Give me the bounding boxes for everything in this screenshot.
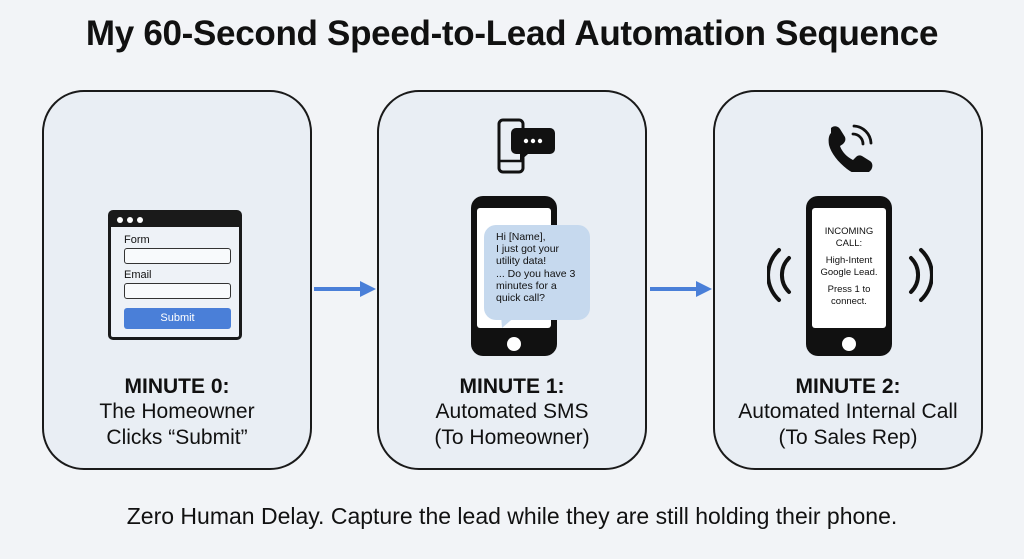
step-caption: MINUTE 2: Automated Internal Call (To Sa… <box>715 374 981 451</box>
step-title: MINUTE 1: <box>459 375 565 398</box>
arrow-right-icon <box>314 281 376 297</box>
step-title: MINUTE 2: <box>795 375 901 398</box>
submit-button: Submit <box>124 308 231 329</box>
step-caption: MINUTE 0: The Homeowner Clicks “Submit” <box>44 374 310 451</box>
form-input-field <box>124 248 231 264</box>
step-line-2: (To Homeowner) <box>434 426 590 449</box>
step-line-2: (To Sales Rep) <box>778 426 918 449</box>
sms-line: utility data! <box>496 255 547 268</box>
step-line-1: Automated SMS <box>435 400 589 423</box>
sms-line: I just got your <box>496 243 560 256</box>
step-card-minute-1: Hi [Name], I just got your utility data!… <box>377 90 647 470</box>
phone-screen: INCOMING CALL: High-Intent Google Lead. … <box>812 208 886 328</box>
vibration-waves-right-icon <box>909 248 933 302</box>
footer-tagline: Zero Human Delay. Capture the lead while… <box>126 503 898 529</box>
step-line-1: Automated Internal Call <box>738 400 958 423</box>
email-input-field <box>124 283 231 299</box>
email-label: Email <box>124 269 152 281</box>
arrow-right-icon <box>650 281 712 297</box>
step-card-minute-0: Form Email Submit MINUTE 0: The Homeowne… <box>42 90 312 470</box>
home-button <box>507 337 521 351</box>
call-line: CALL: <box>835 237 863 249</box>
sms-line: quick call? <box>496 292 546 305</box>
incoming-call-text: INCOMING CALL: High-Intent Google Lead. … <box>812 226 886 307</box>
step-caption: MINUTE 1: Automated SMS (To Homeowner) <box>379 374 645 451</box>
sms-line: ... Do you have 3 <box>496 267 576 280</box>
step-title: MINUTE 0: <box>124 375 230 398</box>
phone-icon: INCOMING CALL: High-Intent Google Lead. … <box>806 196 892 356</box>
form-label: Form <box>124 234 150 246</box>
sms-line: Hi [Name], <box>496 231 546 243</box>
home-button <box>842 337 856 351</box>
step-line-1: The Homeowner <box>99 400 255 423</box>
web-form-icon: Form Email Submit <box>108 210 242 340</box>
step-line-2: Clicks “Submit” <box>106 426 248 449</box>
call-line: INCOMING <box>824 226 874 237</box>
page-title: My 60-Second Speed-to-Lead Automation Se… <box>85 14 939 53</box>
call-line: Press 1 to <box>827 284 871 295</box>
phone-chat-icon <box>497 118 555 174</box>
call-line: Google Lead. <box>820 266 878 278</box>
vibration-waves-left-icon <box>767 248 791 302</box>
sms-line: minutes for a <box>496 279 557 292</box>
ringing-phone-icon <box>828 124 873 172</box>
browser-title-bar <box>111 213 239 227</box>
call-line: connect. <box>831 295 867 307</box>
call-line: High-Intent <box>825 255 873 266</box>
sms-message-bubble: Hi [Name], I just got your utility data!… <box>484 225 590 320</box>
step-card-minute-2: INCOMING CALL: High-Intent Google Lead. … <box>713 90 983 470</box>
